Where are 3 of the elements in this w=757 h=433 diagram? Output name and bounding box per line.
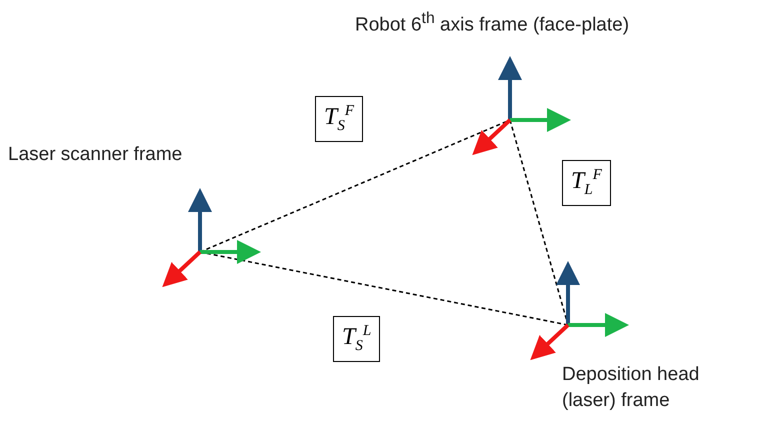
frame-label: Deposition head (laser) frame: [562, 363, 700, 413]
frame-label: Laser scanner frame: [8, 143, 182, 167]
frame-label: Robot 6$^{th}$ axis frame (face-plate): [355, 9, 630, 38]
